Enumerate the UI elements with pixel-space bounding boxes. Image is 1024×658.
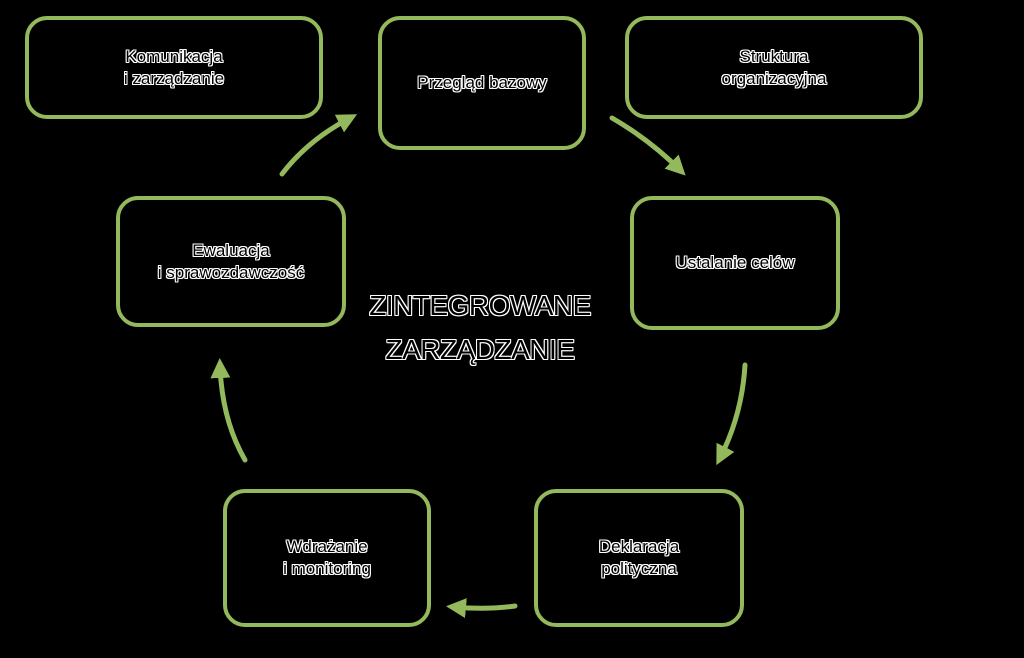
- box-ewaluacja: Ewaluacja i sprawozdawczość: [116, 196, 346, 327]
- box-komunikacja: Komunikacja i zarządzanie: [25, 16, 323, 119]
- box-deklaracja-label: Deklaracja polityczna: [598, 537, 680, 578]
- center-title: ZINTEGROWANE ZARZĄDZANIE: [369, 290, 591, 365]
- box-ustalanie-label: Ustalanie celów: [675, 253, 795, 272]
- arrow-deklaracja-to-wdrazanie: [446, 598, 518, 619]
- arrow-przeglad-to-ustalanie: [609, 115, 686, 176]
- arrow-ewaluacja-to-przeglad: [279, 114, 358, 177]
- box-komunikacja-label: Komunikacja i zarządzanie: [123, 46, 225, 88]
- box-przeglad-label: Przegląd bazowy: [417, 73, 547, 92]
- arrow-wdrazanie-to-ewaluacja: [210, 358, 248, 463]
- box-ewaluacja-label: Ewaluacja i sprawozdawczość: [157, 240, 305, 282]
- arrow-ustalanie-to-deklaracja: [716, 362, 748, 466]
- box-struktura-label: Struktura organizacyjna: [721, 46, 827, 88]
- box-przeglad: Przegląd bazowy: [378, 16, 586, 150]
- box-wdrazanie-label: Wdrażanie i monitoring: [283, 537, 371, 578]
- box-struktura: Struktura organizacyjna: [625, 16, 923, 119]
- box-deklaracja: Deklaracja polityczna: [534, 489, 744, 627]
- box-ustalanie: Ustalanie celów: [630, 196, 840, 330]
- box-wdrazanie: Wdrażanie i monitoring: [223, 489, 431, 627]
